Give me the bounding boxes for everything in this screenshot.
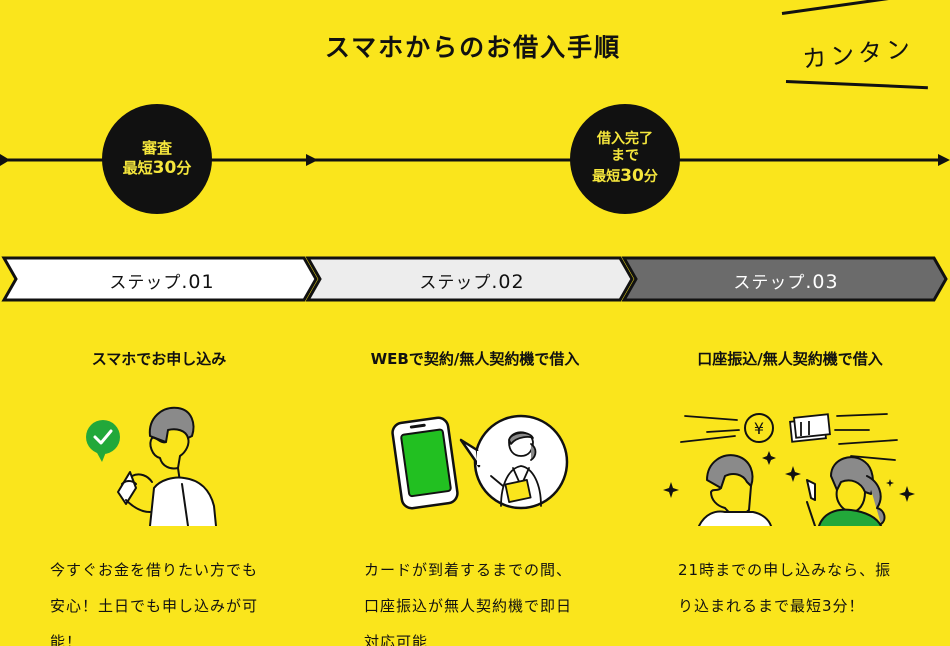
milestone-complete-time: 最短30分 xyxy=(592,166,658,187)
step-2-title: WEBで契約/無人契約機で借入 xyxy=(370,350,580,368)
milestone-review-num: 30 xyxy=(152,157,177,178)
milestone-complete: 借入完了 まで 最短30分 xyxy=(570,104,680,214)
milestone-review-prefix: 最短 xyxy=(122,158,153,177)
woman-face-icon xyxy=(806,456,886,526)
step-1-description: 今すぐお金を借りたい方でも 安心！土日でも申し込みが可 能！ xyxy=(50,552,290,646)
kantan-top-line xyxy=(781,0,919,15)
step-3-desc-line: り込まれるまで最短3分！ xyxy=(678,597,865,615)
yen-coin-icon: ¥ xyxy=(744,413,774,443)
step-2-illustration xyxy=(385,396,575,526)
step-2-label: ステップ.02 xyxy=(372,268,572,293)
smartphone-icon xyxy=(391,416,459,510)
check-bubble-icon xyxy=(86,420,120,462)
step-2-desc-line: カードが到着するまでの間、 xyxy=(364,561,573,579)
step-3-desc-line: 21時までの申し込みなら、振 xyxy=(678,561,892,579)
milestone-complete-num: 30 xyxy=(620,165,644,186)
step-1-desc-line: 能！ xyxy=(50,633,83,646)
step-1-desc-line: 今すぐお金を借りたい方でも xyxy=(50,561,259,579)
step-2-chevron xyxy=(305,256,634,302)
step-bar xyxy=(0,255,950,303)
step-2-desc-line: 口座振込が無人契約機で即日 xyxy=(364,597,573,615)
milestone-review: 審査 最短30分 xyxy=(102,104,212,214)
banknote-stack-icon xyxy=(789,413,831,443)
kantan-badge: カンタン xyxy=(780,0,950,95)
staff-woman-icon xyxy=(490,431,542,507)
milestone-review-label: 審査 xyxy=(141,139,172,157)
step-1-label-text: ステップ xyxy=(109,273,182,293)
step-3-illustration: ¥ xyxy=(655,396,920,526)
milestone-complete-until: まで xyxy=(611,148,639,165)
step-1-label-num: .01 xyxy=(181,271,215,293)
step-2-desc-line: 対応可能 xyxy=(364,633,429,646)
step-3-title: 口座振込/無人契約機で借入 xyxy=(697,350,883,368)
speech-bubble-icon xyxy=(459,414,569,510)
step-3-description: 21時までの申し込みなら、振 り込まれるまで最短3分！ xyxy=(678,552,918,624)
milestone-review-time: 最短30分 xyxy=(123,158,192,179)
timeline-arrow-start xyxy=(0,154,10,166)
kantan-text: カンタン xyxy=(801,34,916,74)
step-1-label: ステップ.01 xyxy=(62,268,262,293)
milestone-complete-suffix: 分 xyxy=(643,168,658,185)
sparkle-icons xyxy=(663,451,915,502)
burst-lines-icon xyxy=(680,413,898,461)
step-2-description: カードが到着するまでの間、 口座振込が無人契約機で即日 対応可能 xyxy=(364,552,604,646)
milestone-complete-prefix: 最短 xyxy=(592,168,621,185)
kantan-bottom-line xyxy=(785,80,928,90)
page-title: スマホからのお借入手順 xyxy=(324,33,622,62)
step-3-chevron xyxy=(621,256,948,302)
timeline-arrow-end xyxy=(938,154,950,166)
man-face-icon xyxy=(698,454,772,526)
timeline-arrow-mid xyxy=(306,154,318,166)
man-with-phone-icon xyxy=(117,406,217,526)
svg-text:¥: ¥ xyxy=(754,419,764,438)
step-3-label: ステップ.03 xyxy=(686,268,886,293)
step-3-label-num: .03 xyxy=(805,271,839,293)
milestone-review-suffix: 分 xyxy=(176,158,192,177)
step-2-label-num: .02 xyxy=(491,271,525,293)
step-1-chevron xyxy=(1,256,318,302)
step-3-label-text: ステップ xyxy=(733,273,806,293)
milestone-complete-label: 借入完了 xyxy=(597,130,653,147)
step-1-illustration xyxy=(70,396,240,526)
step-1-desc-line: 安心！土日でも申し込みが可 xyxy=(50,597,259,615)
step-2-label-text: ステップ xyxy=(419,273,492,293)
step-1-title: スマホでお申し込み xyxy=(91,350,227,368)
